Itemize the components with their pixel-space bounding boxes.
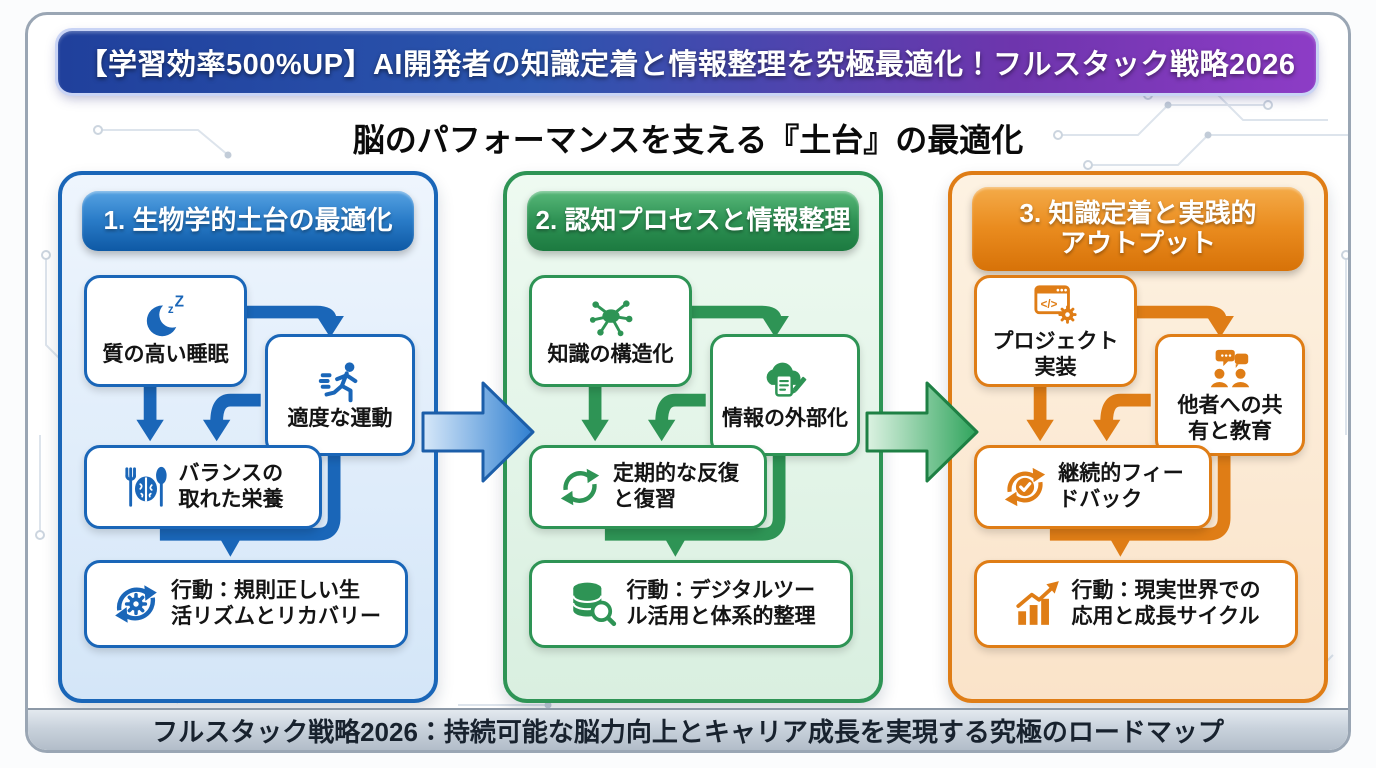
banner-title: 【学習効率500%UP】AI開発者の知識定着と情報整理を究極最適化！フルスタック… xyxy=(78,49,1296,81)
node-project-implementation: </> プロジェクト 実装 xyxy=(974,275,1137,387)
column-output: 3. 知識定着と実践的 アウトプット </> プロジェクト 実装 xyxy=(948,171,1328,703)
database-search-icon xyxy=(571,582,616,627)
cycle-gear-icon xyxy=(115,585,157,623)
node-continuous-feedback: 継続的フィー ドバック xyxy=(974,445,1212,529)
runner-icon xyxy=(318,362,358,402)
svg-text:Z: Z xyxy=(174,295,183,311)
code-window-icon: </> xyxy=(1033,285,1077,324)
column-biological: 1. 生物学的土台の最適化 z Z 質の高い睡眠 xyxy=(58,171,438,703)
node-externalization: 情報の外部化 xyxy=(710,334,860,456)
node-knowledge-structuring: 知識の構造化 xyxy=(529,275,692,387)
node-nutrition: バランスの 取れた栄養 xyxy=(84,445,322,529)
column-cognitive: 2. 認知プロセスと情報整理 知識の構造化 xyxy=(503,171,883,703)
knowledge-network-icon xyxy=(589,300,632,336)
feedback-cycle-icon xyxy=(1005,467,1046,507)
flow-connectors xyxy=(581,305,789,557)
node-repetition: 定期的な反復 と復習 xyxy=(529,445,767,529)
repeat-icon xyxy=(560,468,600,506)
flow-connectors xyxy=(1026,305,1234,557)
node-label: プロジェクト 実装 xyxy=(992,329,1119,379)
footer-text: フルスタック戦略2026：持続可能な脳力向上とキャリア成長を実現する究極のロード… xyxy=(152,716,1224,747)
node-label: 行動：現実世界での 応用と成長サイクル xyxy=(1071,579,1261,628)
node-sharing-teaching: 他者への共 有と教育 xyxy=(1155,334,1305,456)
column-header-output: 3. 知識定着と実践的 アウトプット xyxy=(972,187,1304,271)
growth-chart-icon xyxy=(1015,581,1059,625)
infographic-card: 【学習効率500%UP】AI開発者の知識定着と情報整理を究極最適化！フルスタック… xyxy=(25,12,1351,753)
node-label: 他者への共 有と教育 xyxy=(1177,393,1283,443)
node-label: 定期的な反復 と復習 xyxy=(613,462,739,511)
node-label: 適度な運動 xyxy=(287,406,393,430)
node-action-digital-tools: 行動：デジタルツー ル活用と体系的整理 xyxy=(529,560,853,648)
node-action-real-world: 行動：現実世界での 応用と成長サイクル xyxy=(974,560,1298,648)
node-label: バランスの 取れた栄養 xyxy=(178,462,284,511)
svg-text:</>: </> xyxy=(1040,299,1057,311)
node-label: 情報の外部化 xyxy=(722,406,848,430)
node-label: 行動：規則正しい生 活リズムとリカバリー xyxy=(171,579,381,628)
node-action-lifestyle: 行動：規則正しい生 活リズムとリカバリー xyxy=(84,560,408,648)
banner: 【学習効率500%UP】AI開発者の知識定着と情報整理を究極最適化！フルスタック… xyxy=(58,31,1316,93)
fork-brain-spoon-icon xyxy=(124,466,167,507)
stage-arrow-green-icon xyxy=(865,381,979,483)
column-header-cognitive: 2. 認知プロセスと情報整理 xyxy=(527,191,859,251)
cloud-note-icon xyxy=(766,362,807,397)
node-label: 質の高い睡眠 xyxy=(102,342,229,366)
column-header-biological: 1. 生物学的土台の最適化 xyxy=(82,191,414,251)
flow-connectors xyxy=(136,305,344,557)
svg-text:z: z xyxy=(167,304,173,316)
node-label: 行動：デジタルツー ル活用と体系的整理 xyxy=(626,579,816,628)
page-subtitle: 脳のパフォーマンスを支える『土台』の最適化 xyxy=(352,122,1024,158)
node-sleep: z Z 質の高い睡眠 xyxy=(84,275,247,387)
share-people-icon xyxy=(1210,349,1250,388)
moon-sleep-icon: z Z xyxy=(146,295,185,336)
node-label: 知識の構造化 xyxy=(547,342,674,366)
footer-bar: フルスタック戦略2026：持続可能な脳力向上とキャリア成長を実現する究極のロード… xyxy=(28,708,1348,750)
node-exercise: 適度な運動 xyxy=(265,334,415,456)
stage-arrow-blue-icon xyxy=(421,381,535,483)
node-label: 継続的フィー ドバック xyxy=(1058,462,1184,511)
